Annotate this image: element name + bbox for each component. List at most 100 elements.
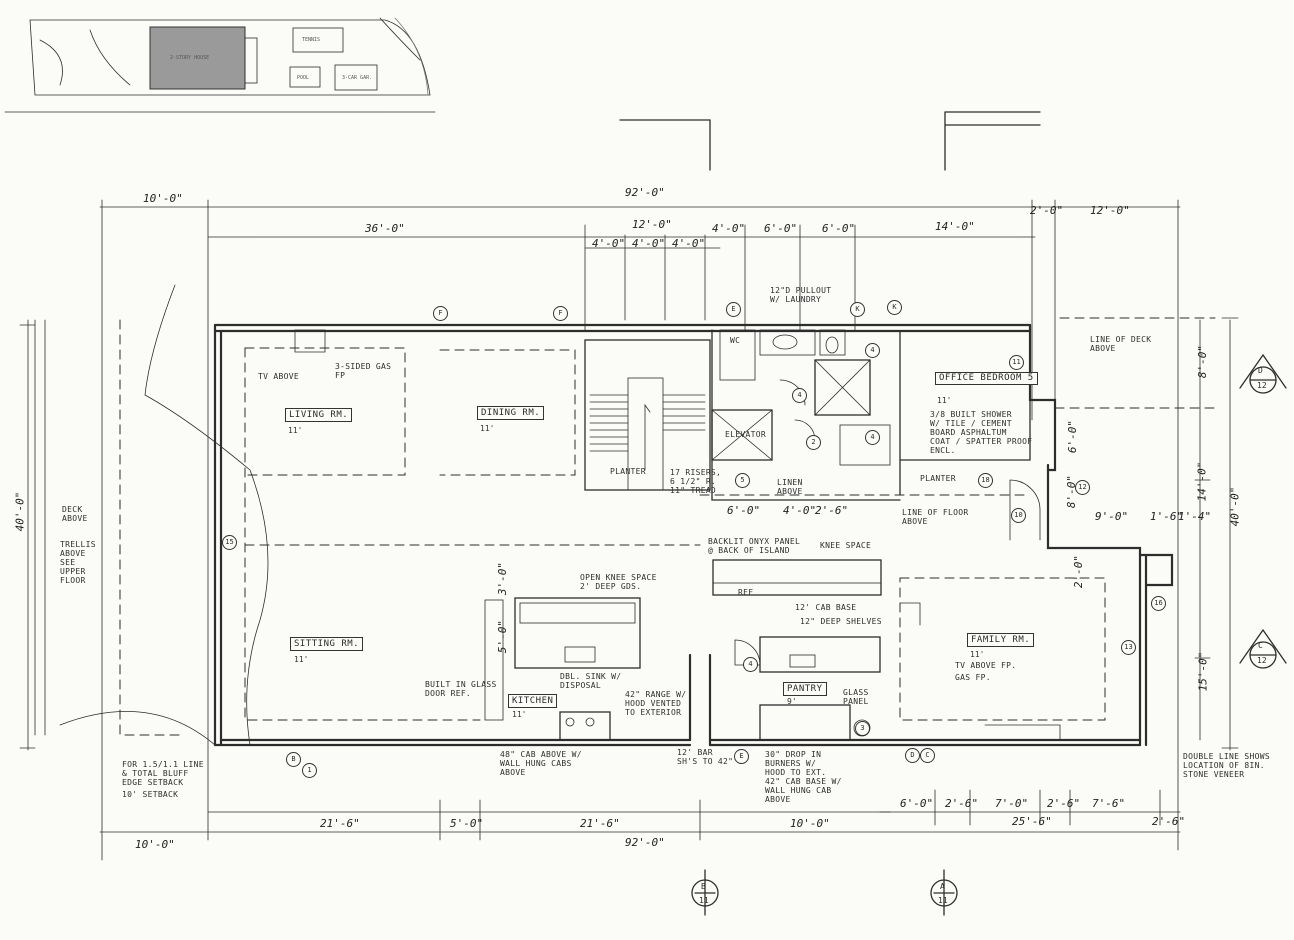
dim-right-8: 8'-0" [1196,344,1210,379]
dim-bottom-76: 7'-6" [1092,797,1126,810]
tag-15: 15 [222,535,237,550]
office-wall [899,399,1031,461]
room-kitchen: KITCHEN [508,694,558,708]
dim-bottom-total: 92'-0" [625,836,665,849]
site-house-label: 2-STORY HOUSE [170,55,210,61]
section-mark-c: C [1258,641,1263,650]
tag-18: 18 [978,473,993,488]
note-family-tv: TV ABOVE FP. [955,661,1017,670]
tag-4b: 4 [865,343,880,358]
upper-wall-stub-left [619,119,711,171]
dim-top-12r: 12'-0" [1090,204,1130,217]
dim-left-setback-top: 10'-0" [143,192,183,205]
room-dining-height: 11' [480,424,495,433]
room-kitchen-height: 11' [512,710,527,719]
kitchen-casework [484,559,882,741]
note-cab-base: 12' CAB BASE [795,603,857,612]
dim-top-4: 4'-0" [712,222,746,235]
bluff-setback-curve [144,284,269,746]
dim-inner-14: 1'-4" [1178,510,1212,523]
dim-inner-16: 1'-6" [1150,510,1184,523]
room-pantry: PANTRY [783,682,827,696]
dim-inner-4: 4'-0" [783,504,817,517]
tag-k-1: K [850,302,865,317]
note-wc: WC [730,336,741,345]
note-backlit: BACKLIT ONYX PANEL @ BACK OF ISLAND [708,537,801,555]
tag-12: 12 [1075,480,1090,495]
note-planter: PLANTER [610,467,646,476]
overall-dimension-lines [19,199,1239,861]
dim-inner-2: 2'-0" [1072,554,1086,589]
dim-top-14: 14'-0" [935,220,975,233]
deck-edge [34,319,46,736]
section-mark-a-sheet: 11 [938,896,948,905]
dim-bottom-10: 10'-0" [790,817,830,830]
dim-right-depth: 40'-0" [1228,486,1242,527]
note-glass: GLASS PANEL [843,688,869,706]
room-pantry-height: 9' [787,697,797,706]
bath-elevator-core [711,329,901,501]
room-living-height: 11' [288,426,303,435]
tag-b: B [286,752,301,767]
tag-e-2: E [734,749,749,764]
note-bluff: FOR 1.5/1.1 LINE & TOTAL BLUFF EDGE SETB… [122,760,204,787]
tag-13: 13 [1121,640,1136,655]
dim-bottom-26b: 2'-6" [1047,797,1081,810]
site-plan-thumbnail [4,17,436,113]
tag-16: 16 [1151,596,1166,611]
note-bar: 12' BAR SH'S TO 42" [677,748,734,766]
room-living: LIVING RM. [285,408,353,422]
dim-right-14: 14'-0" [1195,461,1209,502]
note-stair: 17 RISERS, 6 1/2" R. 11" TREAD [670,468,722,495]
tag-f-1: F [433,306,448,321]
section-mark-a: A [940,882,945,891]
dim-bottom-6: 6'-0" [900,797,934,810]
dim-bottom-25: 25'-6" [1012,815,1052,828]
dim-bottom-21a: 21'-6" [320,817,360,830]
room-office: OFFICE BEDROOM 5 [935,372,1038,385]
note-family-gas: GAS FP. [955,673,991,682]
dim-top-36: 36'-0" [365,222,405,235]
room-elevator: ELEVATOR [725,430,766,439]
dim-left-setback-bottom: 10'-0" [135,838,175,851]
note-knee2: KNEE SPACE [820,541,872,550]
note-trellis: TRELLIS ABOVE SEE UPPER FLOOR [60,540,96,585]
tag-5: 5 [735,473,750,488]
room-family: FAMILY RM. [967,633,1035,647]
dim-stair-4a: 4'-0" [592,237,626,250]
note-gas-fp: 3-SIDED GAS FP [335,362,392,380]
window-marks [294,329,1061,741]
note-floor-line: LINE OF FLOOR ABOVE [902,508,969,526]
dim-inner-5: 5'-0" [496,619,510,654]
site-garage-label: 3-CAR GAR. [342,75,373,81]
note-drop: 30" DROP IN BURNERS W/ HOOD TO EXT. 42" … [765,750,842,804]
section-mark-b: B [701,882,706,891]
dim-right-15: 15'-0" [1196,651,1210,692]
dim-inner-6v: 6'-0" [1066,419,1080,454]
entry-door-swing [1009,479,1041,541]
dim-stair-4b: 4'-0" [632,237,666,250]
note-ref: REF [738,588,754,597]
note-builtin: BUILT IN GLASS DOOR REF. [425,680,497,698]
stair [584,339,711,491]
site-pool-label: POOL [297,75,310,81]
dim-bottom-5: 5'-0" [450,817,484,830]
bluff-edge-arc [59,711,216,746]
dim-inner-6: 6'-0" [727,504,761,517]
note-deep-shelves: 12" DEEP SHELVES [800,617,882,626]
section-cut-symbols [691,353,1287,916]
dim-top-12: 12'-0" [632,218,672,231]
tag-c: C [920,748,935,763]
dim-top-total: 92'-0" [625,186,665,199]
dim-top-6a: 6'-0" [764,222,798,235]
note-setback: 10' SETBACK [122,790,179,799]
site-tennis-label: TENNIS [302,37,321,43]
note-shower: 3/8 BUILT SHOWER W/ TILE / CEMENT BOARD … [930,410,1033,455]
dashed-overhead-lines [119,317,1216,736]
dim-top-6b: 6'-0" [822,222,856,235]
exterior-walls [213,323,1174,747]
note-deck-above: DECK ABOVE [62,505,88,523]
tag-d: D [905,748,920,763]
upper-wall-stub-right [944,111,1041,171]
